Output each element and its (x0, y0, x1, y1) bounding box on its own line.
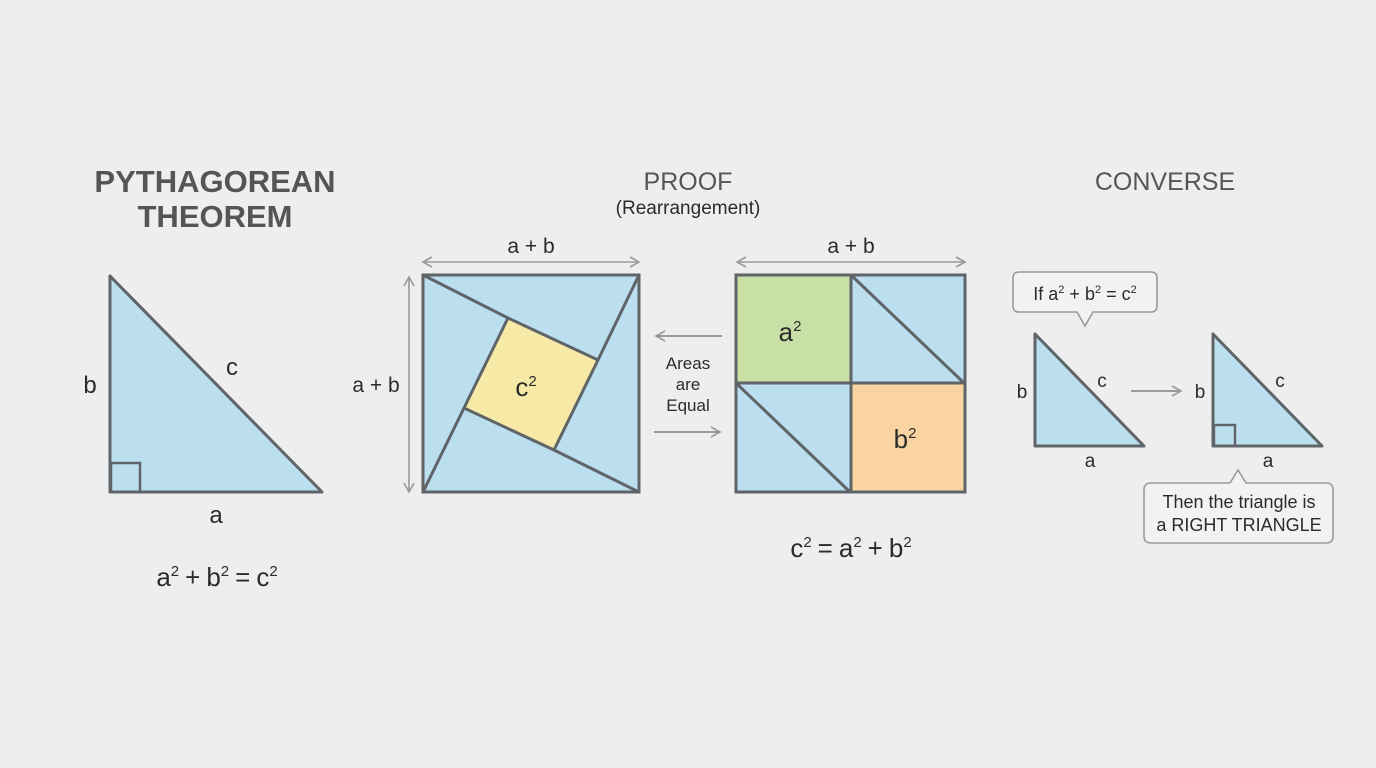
a-square (737, 276, 850, 383)
triangle-edge (421, 407, 466, 493)
right-angle-marker (1212, 423, 1237, 448)
theorem-section: PYTHAGOREAN THEOREM b c a a2+b2=c2 (83, 164, 335, 592)
right-angle-marker (109, 461, 142, 494)
outer-border (734, 273, 967, 494)
side-a-label: a (1085, 451, 1096, 472)
proof-subtitle: (Rearrangement) (616, 198, 761, 219)
converse-title: CONVERSE (1095, 168, 1235, 196)
left-height-label: a + b (352, 374, 399, 397)
right-width-label: a + b (827, 235, 874, 258)
proof-section: PROOF (Rearrangement) a + b a + b c2 Are… (352, 168, 967, 563)
side-a-label: a (1263, 451, 1274, 472)
triangle-diagonal (735, 382, 851, 493)
triangle-edge (596, 274, 641, 361)
proof-title: PROOF (644, 168, 733, 196)
areas-text: Areas (666, 354, 710, 373)
if-bubble-text: If a2 + b2 = c2 (1033, 284, 1136, 304)
right-triangle (108, 274, 324, 494)
side-b-label: b (1017, 382, 1028, 403)
then-bubble-line1: Then the triangle is (1162, 492, 1315, 512)
triangle-shape (1033, 332, 1146, 448)
converse-section: CONVERSE If a2 + b2 = c2 b c a b c a (1012, 168, 1334, 544)
converse-right-triangle: b c a (1195, 332, 1324, 472)
left-proof-square: a + b a + b c2 (352, 235, 641, 494)
a-squared-label: a2 (779, 317, 802, 347)
side-c-label: c (1097, 371, 1107, 392)
if-bubble: If a2 + b2 = c2 (1012, 271, 1158, 328)
right-proof-square: a + b a2 b2 (734, 235, 967, 494)
if-bubble-shape (1012, 271, 1158, 328)
then-bubble: Then the triangle is a RIGHT TRIANGLE (1143, 468, 1334, 544)
c-squared-label: c2 (515, 372, 536, 402)
triangle-edge (553, 448, 640, 494)
side-b-label: b (1195, 382, 1206, 403)
theorem-title-line1: PYTHAGOREAN (94, 164, 335, 199)
triangle-shape (1211, 332, 1324, 448)
then-bubble-line2: a RIGHT TRIANGLE (1156, 515, 1321, 535)
proof-formula: c2=a2+b2 (790, 533, 911, 563)
converse-left-triangle: b c a (1017, 332, 1146, 472)
left-width-label: a + b (507, 235, 554, 258)
side-c-label: c (226, 354, 238, 381)
areas-equal-group: Areas are Equal (654, 330, 722, 438)
are-text: are (676, 375, 701, 394)
side-a-label: a (209, 502, 223, 529)
theorem-formula: a2+b2=c2 (156, 562, 277, 592)
equal-text: Equal (666, 396, 709, 415)
side-b-label: b (83, 372, 96, 399)
b-squared-label: b2 (894, 424, 917, 454)
b-square (851, 384, 964, 491)
theorem-title-line2: THEOREM (138, 199, 293, 234)
side-c-label: c (1275, 371, 1285, 392)
triangle-edge (422, 273, 509, 320)
then-bubble-shape (1143, 468, 1334, 544)
triangle-diagonal (849, 273, 966, 385)
